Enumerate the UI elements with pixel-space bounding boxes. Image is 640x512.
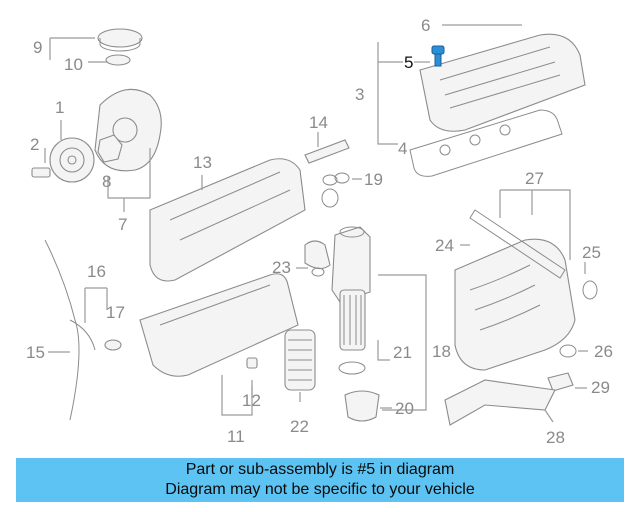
info-banner: Part or sub-assembly is #5 in diagram Di… xyxy=(16,458,624,502)
filter-cap xyxy=(344,390,380,422)
valve-cover xyxy=(419,33,586,132)
bracket-28 xyxy=(444,379,556,426)
leader-lines xyxy=(44,24,588,423)
banner-line-2: Diagram may not be specific to your vehi… xyxy=(165,481,475,498)
seal-25 xyxy=(582,280,598,300)
callout-19: 19 xyxy=(364,170,383,189)
callout-3: 3 xyxy=(355,85,364,104)
oil-filler-cap xyxy=(97,28,143,66)
callout-13: 13 xyxy=(193,153,212,172)
oil-cooler xyxy=(284,329,316,391)
parts-diagram: 1 2 3 4 5 6 7 8 9 10 11 12 13 14 15 16 1… xyxy=(26,16,613,447)
seal-17 xyxy=(104,339,122,351)
callout-12: 12 xyxy=(242,391,261,410)
callout-29: 29 xyxy=(591,378,610,397)
seal-part xyxy=(97,134,123,163)
adapter xyxy=(304,240,331,277)
callout-8: 8 xyxy=(102,172,111,191)
oil-filter xyxy=(338,289,366,375)
dipstick xyxy=(44,239,96,421)
callout-11: 11 xyxy=(227,427,245,446)
callout-24: 24 xyxy=(435,236,454,255)
callout-28: 28 xyxy=(546,428,565,447)
callout-22: 22 xyxy=(290,417,309,436)
banner-line-1: Part or sub-assembly is #5 in diagram xyxy=(185,461,455,478)
valve-cover-bolt-highlighted xyxy=(431,45,445,67)
callout-27: 27 xyxy=(525,169,544,188)
callout-7: 7 xyxy=(118,215,127,234)
callout-23: 23 xyxy=(272,258,291,277)
valve-cover-gasket xyxy=(409,109,563,177)
callout-2: 2 xyxy=(30,135,39,154)
pulley-bolt xyxy=(31,167,51,178)
callout-16: 16 xyxy=(87,262,106,281)
callout-17: 17 xyxy=(106,303,125,322)
callout-14: 14 xyxy=(309,113,328,132)
crankshaft-pulley xyxy=(49,137,95,183)
intake-manifold xyxy=(454,238,576,371)
callout-26: 26 xyxy=(594,342,613,361)
drain-plug xyxy=(246,357,258,369)
callouts: 1 2 3 4 5 6 7 8 9 10 11 12 13 14 15 16 1… xyxy=(26,16,613,447)
callout-4: 4 xyxy=(398,139,407,158)
callout-5: 5 xyxy=(404,53,413,72)
sensor-29 xyxy=(547,372,574,392)
pcv-tube xyxy=(304,139,350,164)
callout-20: 20 xyxy=(395,399,414,418)
callout-25: 25 xyxy=(582,243,601,262)
callout-10: 10 xyxy=(64,55,83,74)
lower-oil-pan xyxy=(139,273,299,377)
callout-9: 9 xyxy=(33,38,42,57)
oil-filter-housing xyxy=(331,226,371,303)
callout-15: 15 xyxy=(26,343,45,362)
callout-18: 18 xyxy=(432,342,451,361)
callout-1: 1 xyxy=(55,98,64,117)
callout-6: 6 xyxy=(421,16,430,35)
upper-oil-pan xyxy=(149,158,306,282)
seal-26 xyxy=(559,344,577,358)
callout-21: 21 xyxy=(393,343,412,362)
o-rings xyxy=(321,172,350,208)
intake-gasket xyxy=(469,209,566,279)
